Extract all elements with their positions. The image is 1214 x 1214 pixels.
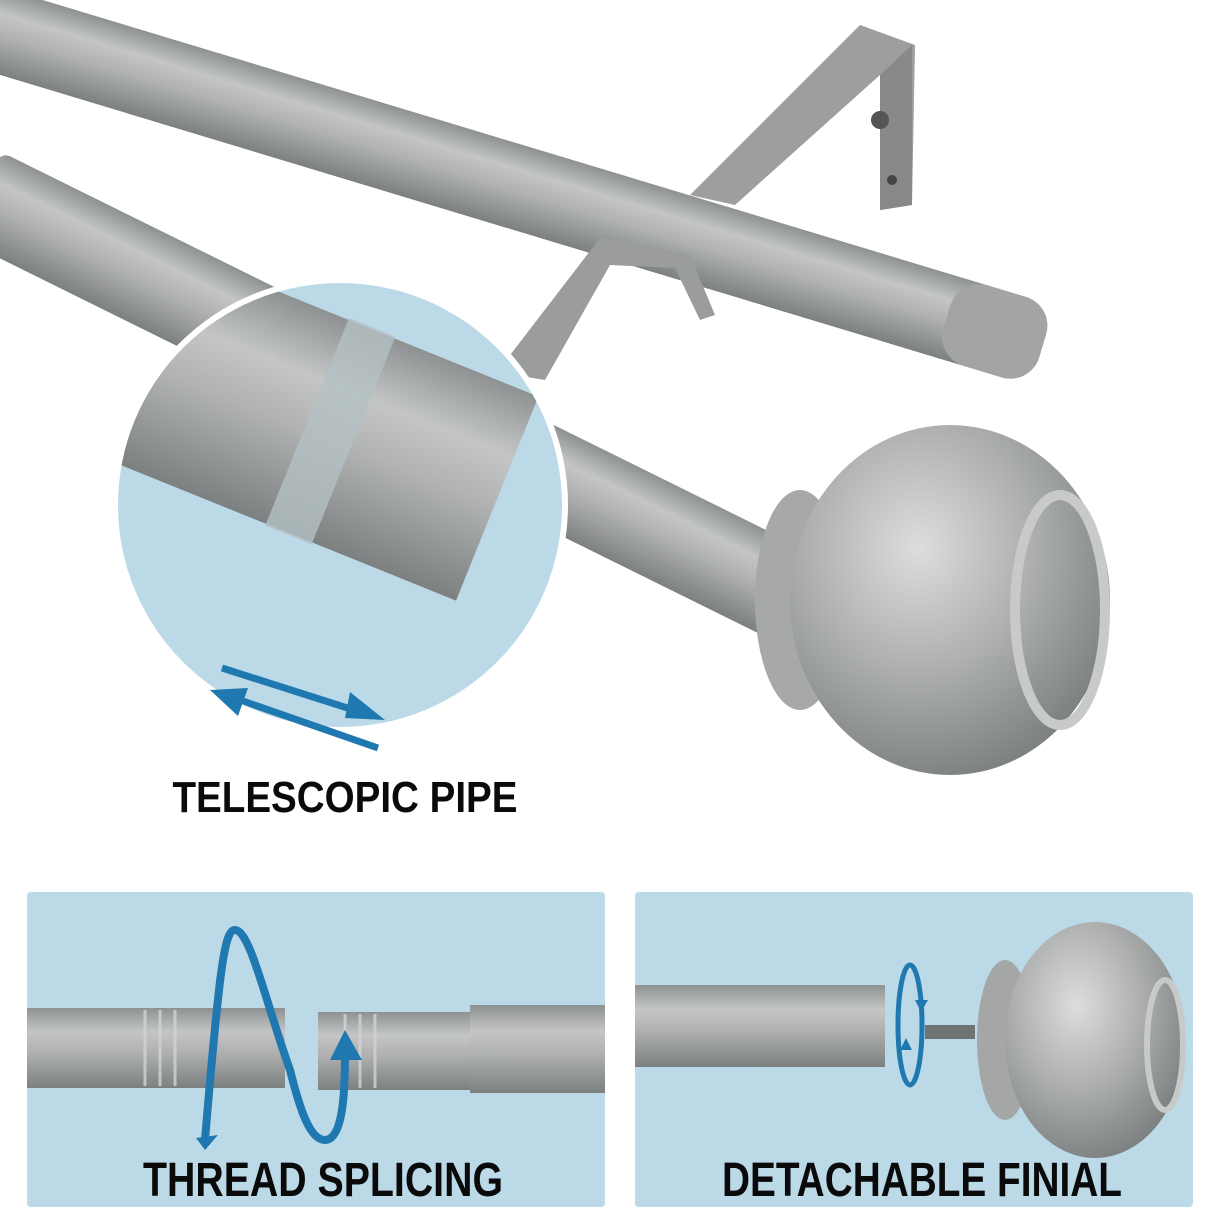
telescopic-pipe-label: TELESCOPIC PIPE [173,773,518,822]
telescopic-inset [112,277,568,752]
back-rod [0,0,1048,379]
back-bracket [690,25,915,210]
spiral-arrow-icon [196,925,362,1150]
swap-arrows-icon [210,664,385,752]
detachable-finial-panel: DETACHABLE FINIAL [635,892,1193,1207]
detachable-finial-label: DETACHABLE FINIAL [722,1154,1122,1207]
front-bracket [497,238,715,380]
thread-splicing-panel: THREAD SPLICING [27,892,605,1207]
rotate-arrow-icon [895,962,928,1088]
rod-finial [755,425,1110,775]
thread-splicing-label: THREAD SPLICING [143,1154,503,1207]
